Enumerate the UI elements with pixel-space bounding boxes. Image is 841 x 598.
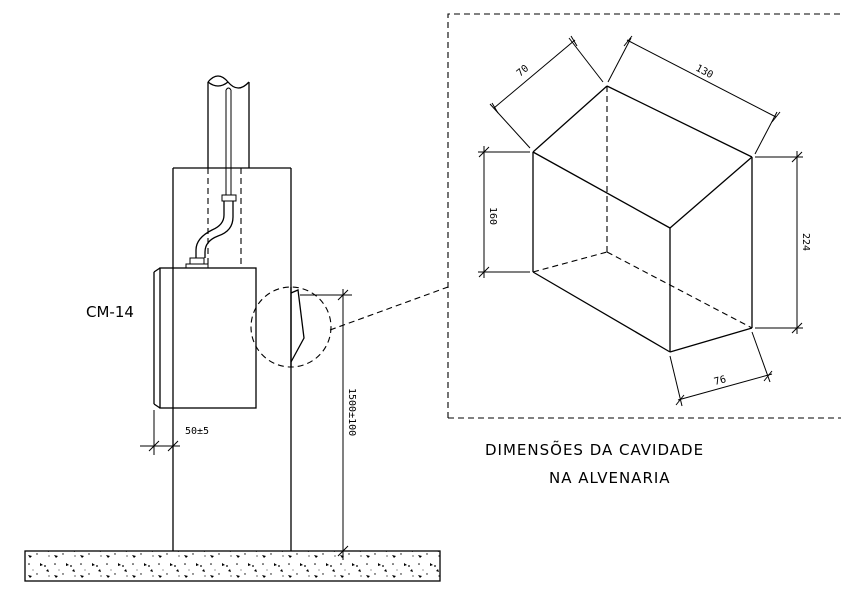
caption-line-2: NA ALVENARIA <box>549 469 671 487</box>
dimension-70 <box>489 35 604 149</box>
offset-dimension-label: 50±5 <box>185 426 209 437</box>
dimension-224-label: 224 <box>800 233 811 251</box>
dimension-70-label: 70 <box>515 63 531 79</box>
detail-leader <box>329 286 449 331</box>
detail-frame <box>447 13 841 419</box>
detail-circle <box>250 286 332 368</box>
dimension-130 <box>607 35 781 155</box>
caption-line-1: DIMENSÕES DA CAVIDADE <box>485 440 704 459</box>
offset-dimension <box>140 410 180 455</box>
pipe <box>185 75 250 269</box>
dimension-160 <box>478 146 530 278</box>
height-dimension-label: 1500±100 <box>346 388 357 436</box>
dimension-224 <box>755 151 803 334</box>
dimension-76-label: 76 <box>713 374 727 388</box>
dimension-76 <box>669 331 773 407</box>
height-dimension <box>300 289 352 560</box>
dimension-130-label: 130 <box>694 63 715 81</box>
ground-slab <box>24 550 441 582</box>
dimension-160-label: 160 <box>487 207 498 225</box>
cavity-box <box>532 85 753 353</box>
meter-box <box>153 267 257 409</box>
meter-label: CM-14 <box>86 303 134 321</box>
